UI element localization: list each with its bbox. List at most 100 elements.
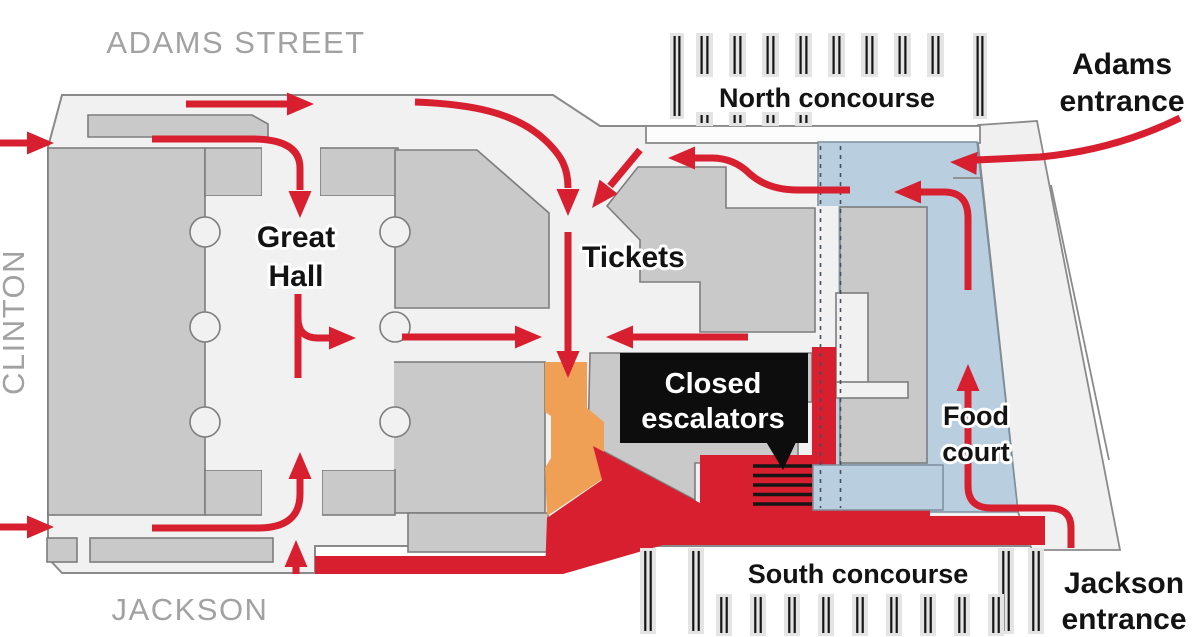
track-hatch-group bbox=[762, 33, 779, 77]
south-concourse-label: South concourse bbox=[748, 559, 969, 589]
building-block bbox=[46, 537, 78, 563]
track-hatch-group bbox=[688, 548, 704, 634]
flow-arrowhead bbox=[556, 351, 580, 378]
flow-arrow-food-court-top bbox=[920, 188, 972, 290]
flow-arrowhead bbox=[592, 179, 618, 208]
adams-entrance-label-line1: Adams bbox=[1072, 48, 1172, 81]
track-hatch-group bbox=[894, 33, 911, 77]
track-hatch-group bbox=[750, 594, 766, 636]
great-hall-label-line2: Hall bbox=[268, 260, 323, 293]
building-blocks bbox=[46, 114, 928, 563]
flow-arrows bbox=[0, 92, 1182, 574]
building-block bbox=[89, 537, 274, 563]
adams-entrance-label-line2: entrance bbox=[1059, 85, 1184, 118]
track-hatch-group bbox=[670, 33, 684, 119]
track-hatch-group bbox=[886, 594, 902, 636]
food-court-south-strip bbox=[812, 464, 944, 511]
flow-arrowhead bbox=[284, 540, 308, 567]
track-hatch-group bbox=[927, 33, 944, 77]
red-strip-jackson bbox=[315, 556, 563, 574]
outer-walkway-divider bbox=[1050, 184, 1110, 461]
building-block bbox=[605, 166, 816, 333]
flow-arrow-into-great-hall bbox=[152, 135, 304, 190]
flow-arrow-junction-diagonal bbox=[607, 147, 643, 189]
track-hatch-group bbox=[729, 33, 746, 77]
street-label-clinton: CLINTON bbox=[0, 249, 31, 395]
north-wall-strip bbox=[645, 125, 981, 144]
building-block bbox=[319, 147, 399, 197]
flow-arrowhead bbox=[288, 191, 312, 218]
flow-arrowhead bbox=[606, 325, 633, 349]
track-hatch-group bbox=[784, 594, 800, 636]
great-hall-label-line1: Great bbox=[257, 221, 335, 254]
red-escalator-channel bbox=[812, 347, 836, 465]
flow-arrowhead bbox=[287, 92, 314, 116]
food-court-label-line1: Food bbox=[943, 401, 1009, 431]
track-hatch-group bbox=[920, 594, 936, 636]
building-block bbox=[87, 114, 269, 138]
flow-arrow-corridor-to-tickets bbox=[414, 98, 572, 189]
column-scallop bbox=[379, 216, 411, 248]
building-block bbox=[204, 469, 263, 516]
track-hatch-group bbox=[852, 594, 868, 636]
food-court-label-line2: court bbox=[942, 437, 1010, 467]
track-hatch-group bbox=[762, 112, 779, 126]
column-scallop bbox=[189, 216, 221, 248]
track-hatch-group bbox=[988, 594, 1004, 636]
track-hatch-group bbox=[696, 112, 713, 126]
jackson-entrance-label-line2: entrance bbox=[1061, 603, 1186, 636]
flow-arrowhead bbox=[288, 452, 312, 479]
closed-walkway-red bbox=[315, 347, 1045, 574]
closed-zone-orange bbox=[545, 362, 604, 516]
track-hatch-group bbox=[795, 112, 812, 126]
track-hatch-group bbox=[729, 112, 746, 126]
track-hatch-group bbox=[716, 594, 732, 636]
great-hall-north-opening bbox=[262, 146, 320, 198]
callout-box bbox=[620, 353, 808, 443]
column-scallop bbox=[379, 406, 411, 438]
escalator-bay-floor bbox=[812, 206, 838, 348]
track-hatch-group bbox=[973, 33, 987, 119]
flow-arrowhead bbox=[27, 131, 54, 155]
south-concourse-tracks bbox=[640, 548, 1044, 636]
building-block bbox=[394, 149, 550, 309]
building-block bbox=[47, 147, 206, 516]
flow-arrowhead bbox=[894, 180, 921, 204]
building-block bbox=[407, 512, 549, 553]
building-notch bbox=[835, 292, 869, 398]
jackson-entrance-label-line1: Jackson bbox=[1064, 567, 1184, 600]
tickets-label: Tickets bbox=[582, 241, 685, 274]
flow-arrowhead bbox=[950, 151, 978, 175]
flow-arrowheads bbox=[27, 92, 980, 567]
flow-arrowhead bbox=[956, 364, 980, 391]
track-hatch-group bbox=[828, 33, 845, 77]
building-block bbox=[321, 469, 396, 516]
track-hatch-group bbox=[954, 594, 970, 636]
flow-arrowhead bbox=[329, 326, 356, 350]
callout-text-line2: escalators bbox=[641, 403, 785, 435]
flow-arrowhead bbox=[668, 146, 695, 170]
red-south-band bbox=[545, 446, 1045, 574]
building-notch bbox=[835, 381, 909, 399]
flow-arrowhead bbox=[515, 325, 542, 349]
flow-arrow-adams-entrance bbox=[975, 114, 1182, 164]
column-scallop bbox=[189, 311, 221, 343]
track-hatch-group bbox=[795, 33, 812, 77]
building-block bbox=[204, 147, 263, 197]
flow-arrow-hall-branch-east bbox=[294, 317, 330, 342]
flow-arrowhead bbox=[556, 189, 580, 216]
flow-arrow-north-path-west bbox=[694, 154, 850, 194]
flow-arrow-food-court-up bbox=[964, 390, 1075, 548]
callout-pointer bbox=[765, 440, 797, 470]
column-scallop bbox=[189, 406, 221, 438]
street-label-jackson: JACKSON bbox=[112, 592, 269, 627]
callout-text-line1: Closed bbox=[665, 368, 762, 400]
north-concourse-label: North concourse bbox=[719, 83, 935, 113]
closed-escalators-callout: Closed escalators bbox=[620, 353, 808, 470]
flow-arrow-jackson-to-hall bbox=[152, 478, 304, 532]
track-hatch-group bbox=[1028, 548, 1044, 634]
north-concourse-tracks bbox=[670, 33, 987, 126]
platform-dashed-lines bbox=[819, 146, 842, 508]
track-hatch-group bbox=[640, 548, 656, 634]
